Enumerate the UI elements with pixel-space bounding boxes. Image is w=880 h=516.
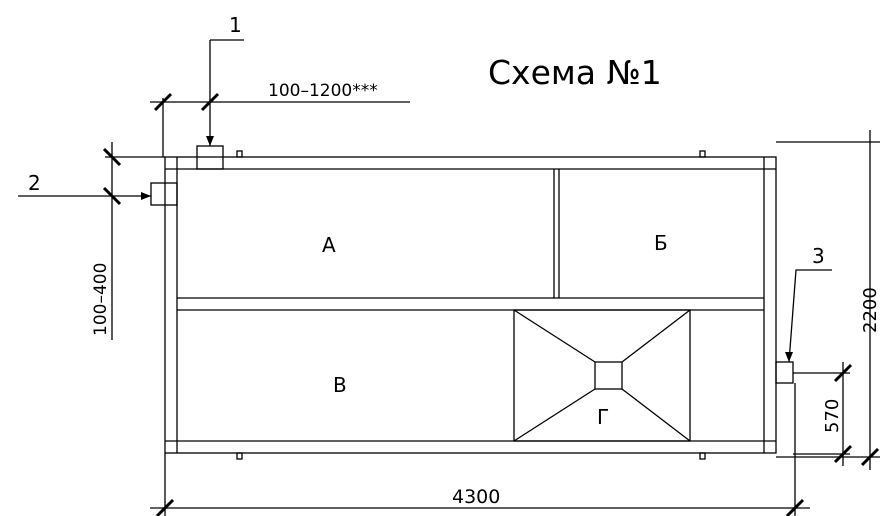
dimension-bottom	[150, 383, 810, 516]
callout-3: 3	[812, 244, 825, 268]
dimension-bottom-label: 4300	[452, 486, 500, 508]
dimension-right-height-label: 2200	[860, 287, 880, 333]
scheme-title: Схема №1	[488, 53, 662, 92]
section-a-label: А	[322, 233, 336, 257]
dimension-right-height	[776, 130, 880, 470]
nozzle-2	[18, 182, 178, 206]
mounting-lugs	[236, 150, 706, 460]
nozzle-3	[775, 269, 832, 384]
callout-2: 2	[28, 171, 41, 195]
unit-frame	[164, 156, 777, 454]
section-b-label: Б	[654, 231, 668, 255]
nozzle-1	[196, 39, 244, 170]
dimension-left	[102, 142, 165, 340]
dimension-top	[150, 92, 410, 157]
callout-1: 1	[229, 13, 242, 37]
dimension-right-small-label: 570	[822, 399, 843, 433]
section-v-label: В	[333, 373, 347, 397]
section-g-diffuser	[513, 309, 691, 442]
dimension-top-label: 100–1200***	[268, 81, 378, 101]
dimension-left-label: 100–400	[91, 263, 111, 336]
section-g-label: Г	[597, 405, 609, 429]
dimension-right-small	[793, 362, 853, 466]
